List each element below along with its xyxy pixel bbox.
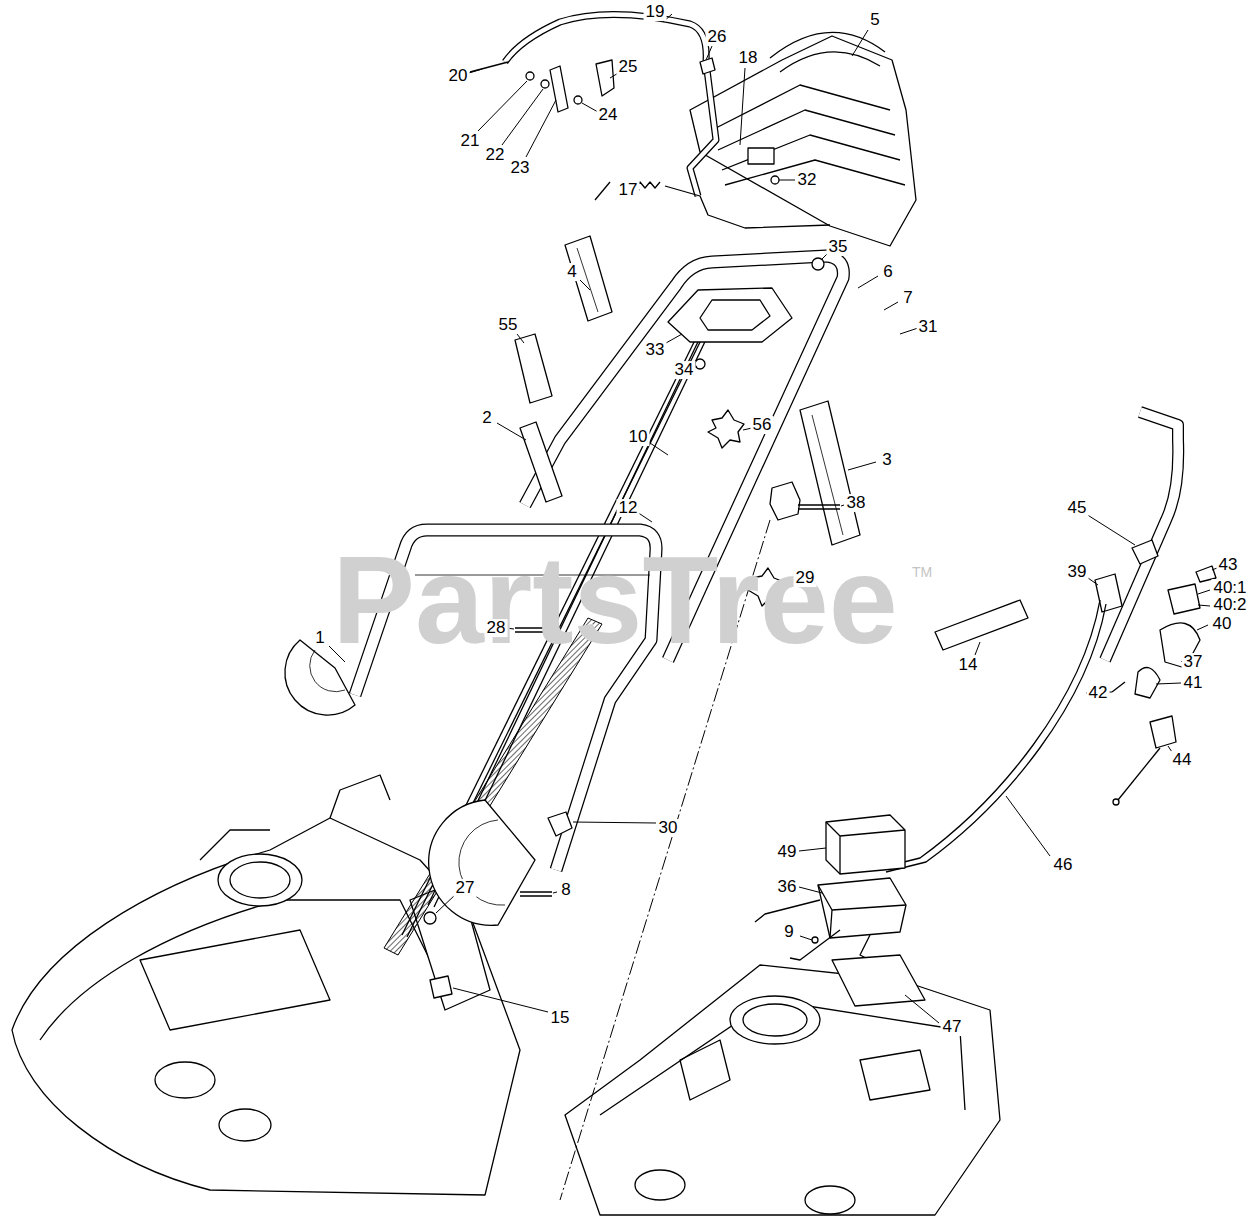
callout-number: 19 — [644, 3, 667, 21]
callout-number: 25 — [617, 58, 640, 76]
callout-number: 40:2 — [1211, 596, 1248, 614]
callout-number: 29 — [794, 569, 817, 587]
callout-number: 15 — [549, 1009, 572, 1027]
callout-number: 3 — [880, 451, 893, 469]
callout-number: 55 — [497, 316, 520, 334]
callout-number: 56 — [751, 416, 774, 434]
callout-number: 36 — [776, 878, 799, 896]
trademark-mark: TM — [912, 565, 932, 580]
callout-number: 9 — [782, 923, 795, 941]
callout-number: 14 — [957, 656, 980, 674]
callout-number: 40 — [1211, 615, 1234, 633]
callout-number: 26 — [706, 28, 729, 46]
callout-number: 2 — [480, 409, 493, 427]
callout-number: 42 — [1087, 684, 1110, 702]
grip-sleeve — [515, 334, 552, 403]
callout-number: 35 — [827, 238, 850, 256]
callout-number: 46 — [1052, 856, 1075, 874]
handle-strip — [800, 401, 860, 545]
mower-deck-right — [565, 965, 1000, 1215]
callout-number: 45 — [1066, 499, 1089, 517]
callout-number: 28 — [485, 619, 508, 637]
callout-number: 32 — [796, 171, 819, 189]
callout-number: 1 — [313, 629, 326, 647]
callout-number: 6 — [881, 263, 894, 281]
callout-number: 10 — [627, 428, 650, 446]
callout-number: 41 — [1182, 674, 1205, 692]
callout-number: 39 — [1066, 563, 1089, 581]
callout-number: 21 — [459, 132, 482, 150]
callout-number: 27 — [454, 879, 477, 897]
handle-strip — [565, 236, 612, 321]
callout-number: 20 — [447, 67, 470, 85]
bail-assembly — [470, 14, 830, 228]
callout-number: 38 — [845, 494, 868, 512]
control-box — [668, 258, 824, 369]
callout-number: 43 — [1217, 556, 1240, 574]
callout-number: 18 — [737, 49, 760, 67]
callout-number: 37 — [1182, 653, 1205, 671]
decal — [935, 600, 1028, 650]
callout-number: 31 — [917, 318, 940, 336]
callout-number: 23 — [509, 159, 532, 177]
callout-number: 44 — [1171, 751, 1194, 769]
callout-number: 30 — [657, 819, 680, 837]
callout-number: 24 — [597, 106, 620, 124]
battery-pack — [755, 815, 925, 1006]
handle-tube — [520, 422, 562, 502]
knob — [708, 410, 744, 448]
electric-handle — [880, 412, 1216, 872]
watermark: PartsTree — [332, 535, 897, 665]
callout-number: 8 — [559, 881, 572, 899]
callout-number: 22 — [484, 146, 507, 164]
callout-number: 33 — [644, 341, 667, 359]
callout-number: 34 — [673, 361, 696, 379]
callout-number: 12 — [617, 499, 640, 517]
callout-number: 4 — [565, 263, 578, 281]
callout-number: 40:1 — [1211, 579, 1248, 597]
leader-lines — [329, 14, 1217, 1023]
callout-number: 5 — [868, 11, 881, 29]
callout-number: 49 — [776, 843, 799, 861]
cable-clamp — [770, 482, 800, 520]
callout-number: 17 — [617, 181, 640, 199]
grass-bag — [690, 32, 916, 246]
callout-number: 47 — [941, 1018, 964, 1036]
callout-number: 7 — [901, 289, 914, 307]
